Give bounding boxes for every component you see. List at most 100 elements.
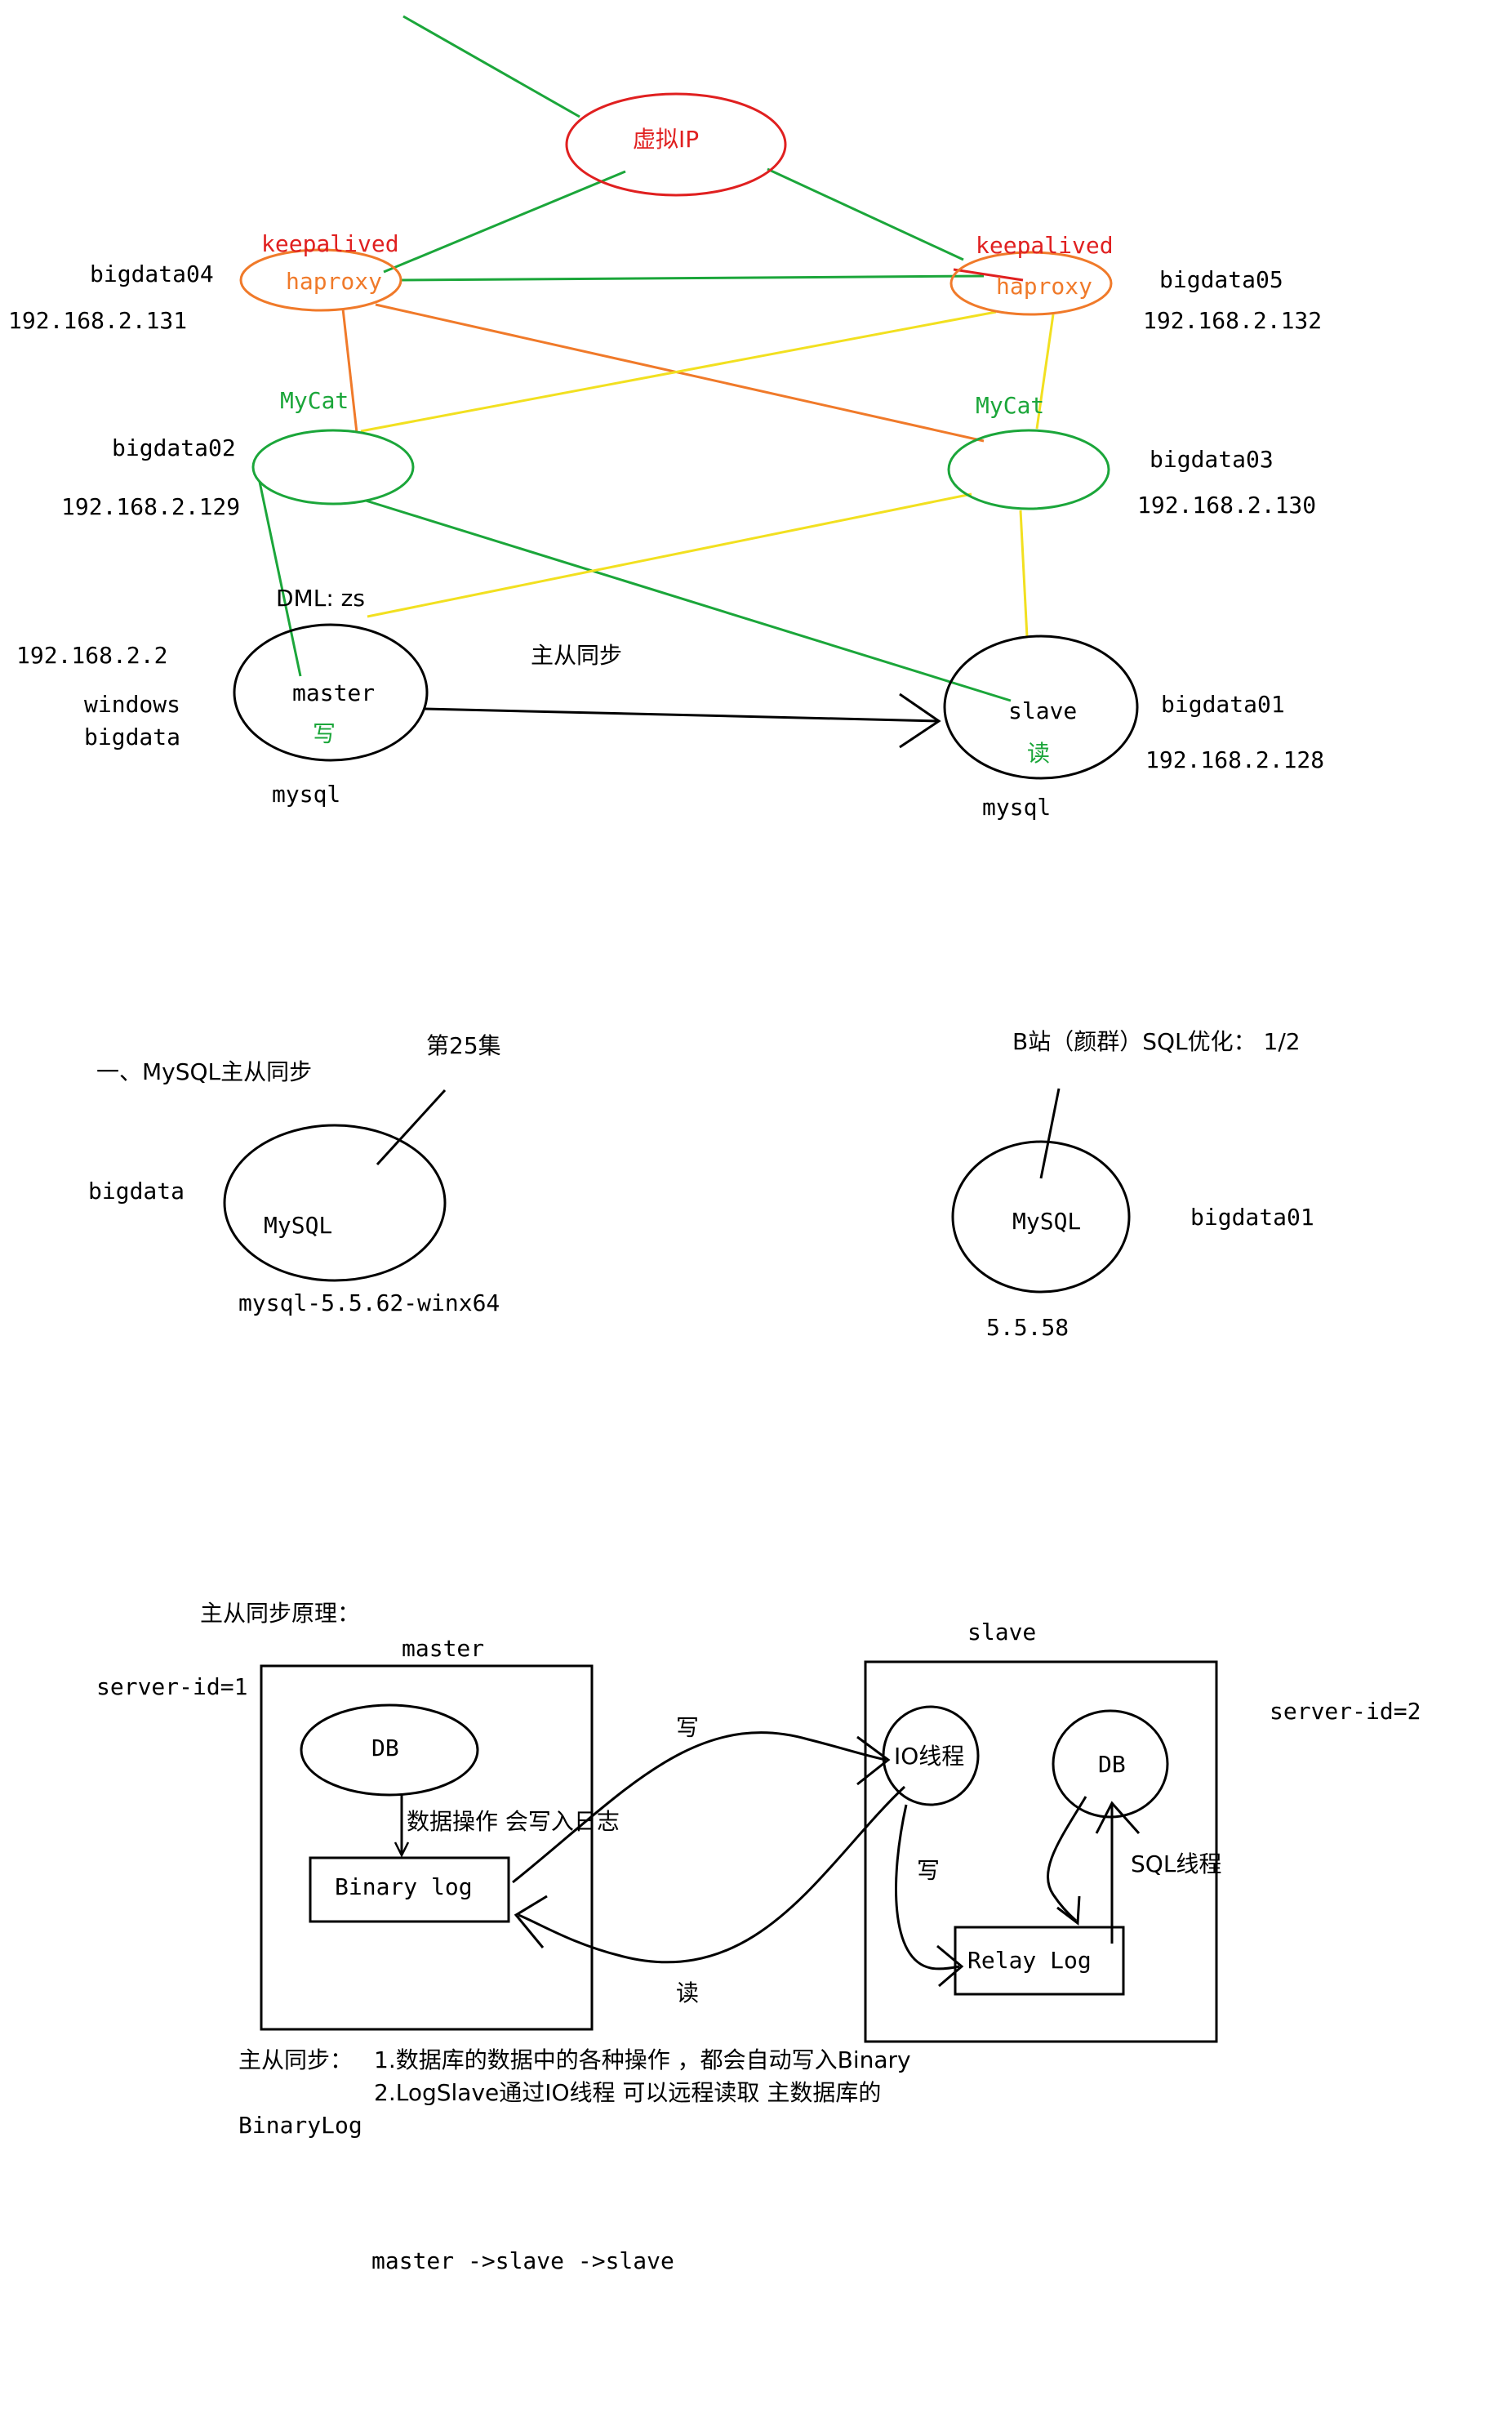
bstation-label: B站（颜群）SQL优化： 1/2 bbox=[1012, 1028, 1301, 1055]
ip-haproxy-right: 192.168.2.132 bbox=[1143, 307, 1322, 334]
read-bottom-label: 读 bbox=[676, 1979, 699, 2006]
slave-box-label: slave bbox=[967, 1619, 1036, 1645]
line-haproxy-right-to-mycat-right bbox=[1035, 314, 1055, 430]
io-to-binlog-head bbox=[514, 1895, 548, 1948]
line-mycat-right-to-slave bbox=[1019, 510, 1029, 638]
slave-node bbox=[943, 635, 1139, 780]
server-id-2: server-id=2 bbox=[1270, 1698, 1421, 1725]
pointer-left bbox=[376, 1089, 447, 1166]
write-inner-label: 写 bbox=[917, 1857, 940, 1884]
mycat-left-node bbox=[251, 429, 415, 505]
master-db-node bbox=[300, 1703, 479, 1797]
mid-heading: 一、MySQL主从同步 bbox=[96, 1058, 312, 1085]
mycat-right-node bbox=[947, 429, 1110, 510]
haproxy-right-label: haproxy bbox=[996, 273, 1092, 300]
mid-right-version: 5.5.58 bbox=[986, 1314, 1069, 1341]
mycat-right-label: MyCat bbox=[976, 392, 1044, 419]
line-haproxy-right-to-mycat-left bbox=[360, 310, 997, 433]
ip-slave: 192.168.2.128 bbox=[1145, 746, 1324, 773]
vip-node bbox=[565, 92, 787, 197]
line-keepalived-red bbox=[953, 268, 1024, 282]
host-haproxy-right: bigdata05 bbox=[1159, 266, 1283, 293]
mysql-left-node bbox=[223, 1124, 447, 1282]
mid-left-host: bigdata bbox=[88, 1178, 185, 1205]
line-vip-to-haproxy-left bbox=[383, 170, 626, 274]
sync-label: 主从同步 bbox=[531, 642, 622, 669]
data-op-label: 数据操作 会写入日志 bbox=[407, 1808, 620, 1835]
dml-label: DML: zs bbox=[276, 585, 365, 612]
slave-db-node bbox=[1052, 1709, 1169, 1819]
io-to-binlog-curve bbox=[518, 1785, 906, 1964]
db-to-relay-head bbox=[1056, 1895, 1081, 1926]
pointer-right bbox=[1039, 1088, 1061, 1179]
host-haproxy-left: bigdata04 bbox=[90, 261, 214, 287]
ip-mycat-left: 192.168.2.129 bbox=[61, 493, 240, 520]
relay-log-box bbox=[954, 1926, 1125, 1996]
line-entry-to-vip bbox=[402, 15, 580, 118]
slave-label: slave bbox=[1008, 697, 1077, 724]
db-to-relay-curve bbox=[1047, 1796, 1087, 1922]
haproxy-right-node bbox=[949, 251, 1113, 316]
chain-label: master ->slave ->slave bbox=[371, 2247, 674, 2274]
relay-to-db-head bbox=[1095, 1801, 1141, 1834]
master-box bbox=[260, 1664, 594, 2031]
master-db-label: mysql bbox=[272, 781, 340, 808]
io-to-relay-head bbox=[936, 1944, 964, 1988]
line-haproxy-heartbeat bbox=[399, 274, 985, 282]
sync-arrow-head bbox=[899, 692, 941, 749]
episode-label: 第25集 bbox=[426, 1032, 501, 1059]
mid-left-version: mysql-5.5.62-winx64 bbox=[238, 1289, 500, 1316]
mid-right-host: bigdata01 bbox=[1190, 1204, 1314, 1231]
slave-box bbox=[864, 1660, 1218, 2043]
host-mycat-left: bigdata02 bbox=[112, 434, 236, 461]
windows-label: windows bbox=[84, 691, 180, 718]
mid-left-mysql: MySQL bbox=[264, 1212, 332, 1239]
windows-ip: 192.168.2.2 bbox=[16, 642, 167, 669]
keepalived-right-label: keepalived bbox=[976, 232, 1114, 259]
io-to-relay-curve bbox=[895, 1804, 960, 1971]
line-haproxy-left-to-mycat-left bbox=[341, 308, 358, 434]
slave-read-label: 读 bbox=[1027, 740, 1050, 767]
master-node bbox=[233, 623, 429, 762]
master-db-text: DB bbox=[371, 1735, 399, 1761]
binary-log-box bbox=[309, 1856, 510, 1923]
windows-host: bigdata bbox=[84, 724, 180, 750]
line-vip-to-haproxy-right bbox=[767, 167, 964, 261]
io-thread-node bbox=[882, 1705, 980, 1806]
haproxy-left-label: haproxy bbox=[286, 268, 382, 295]
binary-log-text: Binary log bbox=[335, 1873, 473, 1900]
master-label: master bbox=[292, 679, 375, 706]
ip-mycat-right: 192.168.2.130 bbox=[1137, 492, 1316, 519]
note-line-2: 2.LogSlave通过IO线程 可以远程读取 主数据库的 bbox=[374, 2079, 881, 2106]
line-master-to-mycat-right bbox=[367, 492, 972, 618]
line-master-to-slave-sync bbox=[424, 707, 940, 723]
ip-haproxy-left: 192.168.2.131 bbox=[8, 307, 187, 334]
binlog-to-io-head bbox=[856, 1735, 891, 1786]
host-slave: bigdata01 bbox=[1161, 691, 1285, 718]
mycat-left-label: MyCat bbox=[280, 387, 349, 414]
master-write-label: 写 bbox=[313, 720, 336, 747]
binlog-to-io-curve bbox=[512, 1731, 887, 1884]
write-top-label: 写 bbox=[676, 1714, 699, 1741]
line-mycat-left-to-slave bbox=[365, 499, 1012, 702]
line-haproxy-left-to-mycat-right bbox=[375, 303, 985, 443]
sql-thread-label: SQL线程 bbox=[1131, 1850, 1221, 1877]
haproxy-left-node bbox=[239, 248, 402, 312]
slave-db-label: mysql bbox=[982, 794, 1051, 821]
host-mycat-right: bigdata03 bbox=[1150, 446, 1274, 473]
vip-label: 虚拟IP bbox=[633, 126, 699, 153]
note-line-1: 1.数据库的数据中的各种操作 ，都会自动写入Binary bbox=[374, 2046, 911, 2073]
io-thread-text: IO线程 bbox=[894, 1743, 964, 1770]
mid-right-mysql: MySQL bbox=[1012, 1208, 1081, 1235]
slave-db-text: DB bbox=[1098, 1751, 1126, 1778]
bottom-title: 主从同步原理： bbox=[200, 1600, 360, 1627]
line-mycat-left-to-master bbox=[258, 481, 302, 677]
note-label: 主从同步： bbox=[238, 2046, 353, 2073]
mysql-right-node bbox=[951, 1140, 1131, 1294]
server-id-1: server-id=1 bbox=[96, 1673, 247, 1700]
keepalived-left-label: keepalived bbox=[261, 230, 399, 257]
relay-log-text: Relay Log bbox=[967, 1947, 1092, 1974]
note-line-3: BinaryLog bbox=[238, 2112, 362, 2139]
master-box-label: master bbox=[402, 1635, 484, 1662]
